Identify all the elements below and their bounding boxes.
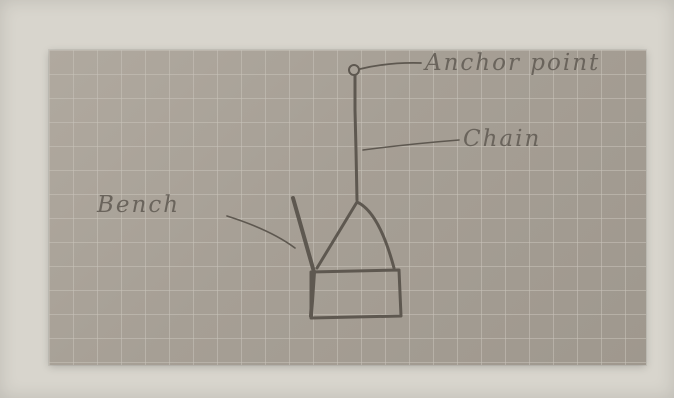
sketch-diagram: Anchor point Chain Bench bbox=[96, 50, 600, 320]
bench-leader-line bbox=[226, 215, 296, 249]
chain-leader-line bbox=[362, 139, 460, 151]
sling-lines bbox=[315, 200, 396, 270]
bench-label: Bench bbox=[96, 192, 180, 218]
anchor-leader-line bbox=[359, 61, 422, 70]
chain-label: Chain bbox=[463, 126, 541, 152]
sketch-photo: Anchor point Chain Bench bbox=[49, 50, 646, 365]
chain-line bbox=[353, 74, 359, 202]
anchor-point-label: Anchor point bbox=[423, 50, 600, 76]
anchor-point-circle bbox=[348, 64, 360, 76]
bench-seat bbox=[309, 268, 403, 320]
